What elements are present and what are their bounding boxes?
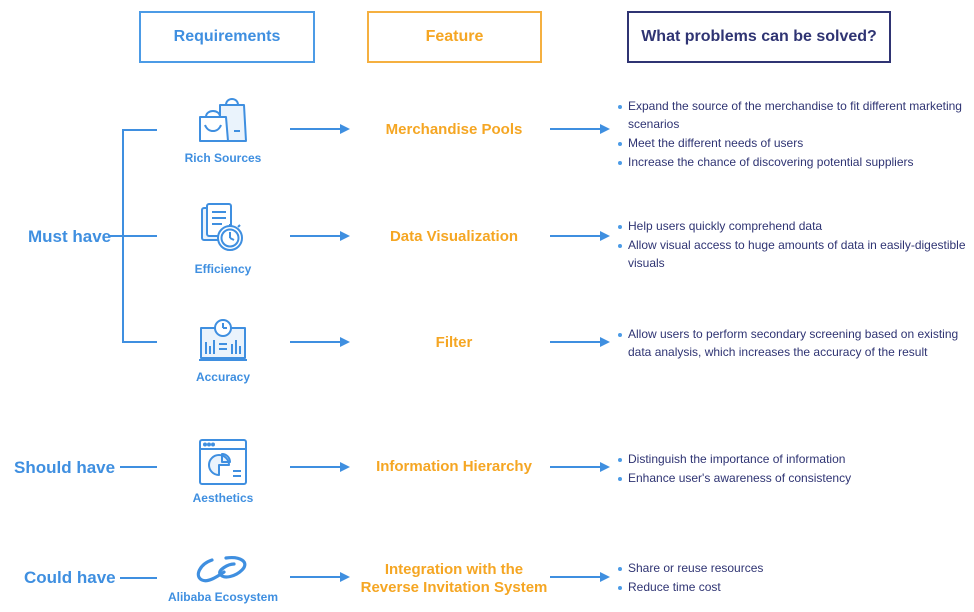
requirement-rich-sources: Rich Sources bbox=[184, 151, 262, 165]
requirement-accuracy: Accuracy bbox=[195, 370, 251, 384]
feature-header-label: Feature bbox=[425, 28, 484, 45]
problem-item: Distinguish the importance of informatio… bbox=[618, 451, 974, 469]
feature-integration-line2: Reverse Invitation System bbox=[360, 579, 548, 596]
must-have-label: Must have bbox=[28, 227, 112, 246]
problem-item: Expand the source of the merchandise to … bbox=[618, 98, 974, 133]
could-have-label: Could have bbox=[24, 568, 116, 587]
problem-item: Increase the chance of discovering poten… bbox=[618, 154, 974, 172]
problems-list-row1: Expand the source of the merchandise to … bbox=[618, 98, 974, 173]
requirement-aesthetics: Aesthetics bbox=[192, 491, 254, 505]
problem-item: Allow visual access to huge amounts of d… bbox=[618, 237, 974, 272]
problem-item: Share or reuse resources bbox=[618, 560, 974, 578]
problem-item: Help users quickly comprehend data bbox=[618, 218, 974, 236]
should-have-label: Should have bbox=[14, 458, 116, 477]
browser-chart-icon bbox=[199, 439, 247, 485]
bracket-bottom-line bbox=[122, 341, 157, 343]
requirement-efficiency: Efficiency bbox=[194, 262, 252, 276]
problem-item: Enhance user's awareness of consistency bbox=[618, 470, 974, 488]
problem-item: Reduce time cost bbox=[618, 579, 974, 597]
feature-merchandise-pools: Merchandise Pools bbox=[385, 121, 523, 138]
problem-item: Meet the different needs of users bbox=[618, 135, 974, 153]
feature-filter: Filter bbox=[435, 334, 473, 351]
dashboard-screen-icon bbox=[199, 319, 247, 361]
requirement-alibaba-ecosystem: Alibaba Ecosystem bbox=[167, 590, 279, 604]
feature-data-visualization: Data Visualization bbox=[389, 228, 519, 245]
problems-list-row5: Share or reuse resources Reduce time cos… bbox=[618, 560, 974, 598]
problems-list-row3: Allow users to perform secondary screeni… bbox=[618, 326, 974, 363]
feature-header: Feature bbox=[367, 11, 542, 63]
shopping-bag-icon bbox=[199, 98, 247, 142]
should-have-connector bbox=[120, 466, 157, 468]
stopwatch-document-icon bbox=[201, 203, 243, 251]
feature-integration: Integration with the Reverse Invitation … bbox=[350, 561, 558, 597]
bracket-top-line bbox=[122, 129, 157, 131]
requirements-header: Requirements bbox=[139, 11, 315, 63]
feature-integration-line1: Integration with the bbox=[384, 561, 524, 578]
problems-list-row4: Distinguish the importance of informatio… bbox=[618, 451, 974, 489]
could-have-connector bbox=[120, 577, 157, 579]
feature-information-hierarchy: Information Hierarchy bbox=[376, 458, 532, 475]
bracket-middle-line bbox=[110, 235, 157, 237]
problem-item: Allow users to perform secondary screeni… bbox=[618, 326, 974, 361]
problems-header-label: What problems can be solved? bbox=[641, 28, 877, 45]
alibaba-logo-icon bbox=[196, 556, 247, 583]
requirements-header-label: Requirements bbox=[173, 28, 281, 45]
problems-list-row2: Help users quickly comprehend data Allow… bbox=[618, 218, 974, 274]
problems-header: What problems can be solved? bbox=[627, 11, 891, 63]
